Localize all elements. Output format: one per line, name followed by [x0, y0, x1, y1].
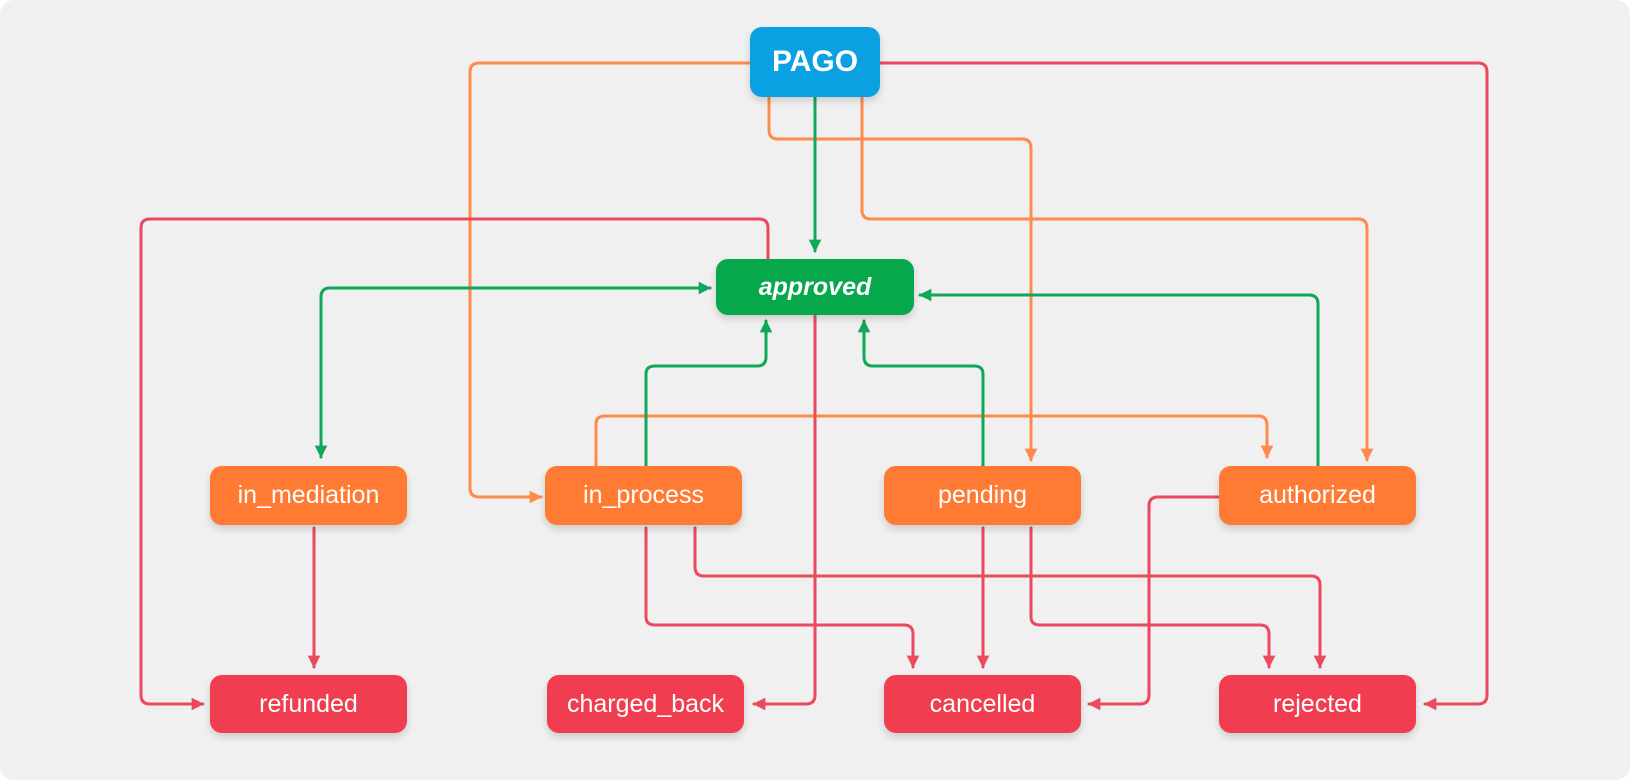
edge-authorized-approved: [918, 288, 1320, 468]
node-pago: PAGO: [750, 27, 880, 97]
node-refunded: refunded: [210, 675, 407, 733]
edge-approved-refunded: [139, 217, 770, 711]
edge-pago-rejected: [878, 61, 1489, 711]
node-cancelled: cancelled: [884, 675, 1081, 733]
edge-pago-in-process: [468, 61, 752, 504]
edge-approved-in-mediation: [314, 286, 712, 459]
node-authorized: authorized: [1219, 466, 1416, 525]
edge-approved-charged-back: [752, 314, 817, 711]
node-approved: approved: [716, 259, 914, 315]
node-charged-back: charged_back: [547, 675, 744, 733]
edge-in-process-cancelled: [644, 526, 920, 669]
node-in-mediation: in_mediation: [210, 466, 407, 525]
node-pending: pending: [884, 466, 1081, 525]
edge-pending-approved: [857, 319, 985, 468]
edge-pago-authorized: [860, 95, 1374, 462]
node-in-process: in_process: [545, 466, 742, 525]
node-rejected: rejected: [1219, 675, 1416, 733]
edge-in-process-approved: [644, 319, 773, 468]
edge-in-process-authorized: [594, 414, 1274, 468]
edge-authorized-cancelled: [1087, 495, 1222, 711]
edge-pago-pending: [767, 95, 1038, 462]
edge-in-process-rejected: [693, 526, 1327, 669]
